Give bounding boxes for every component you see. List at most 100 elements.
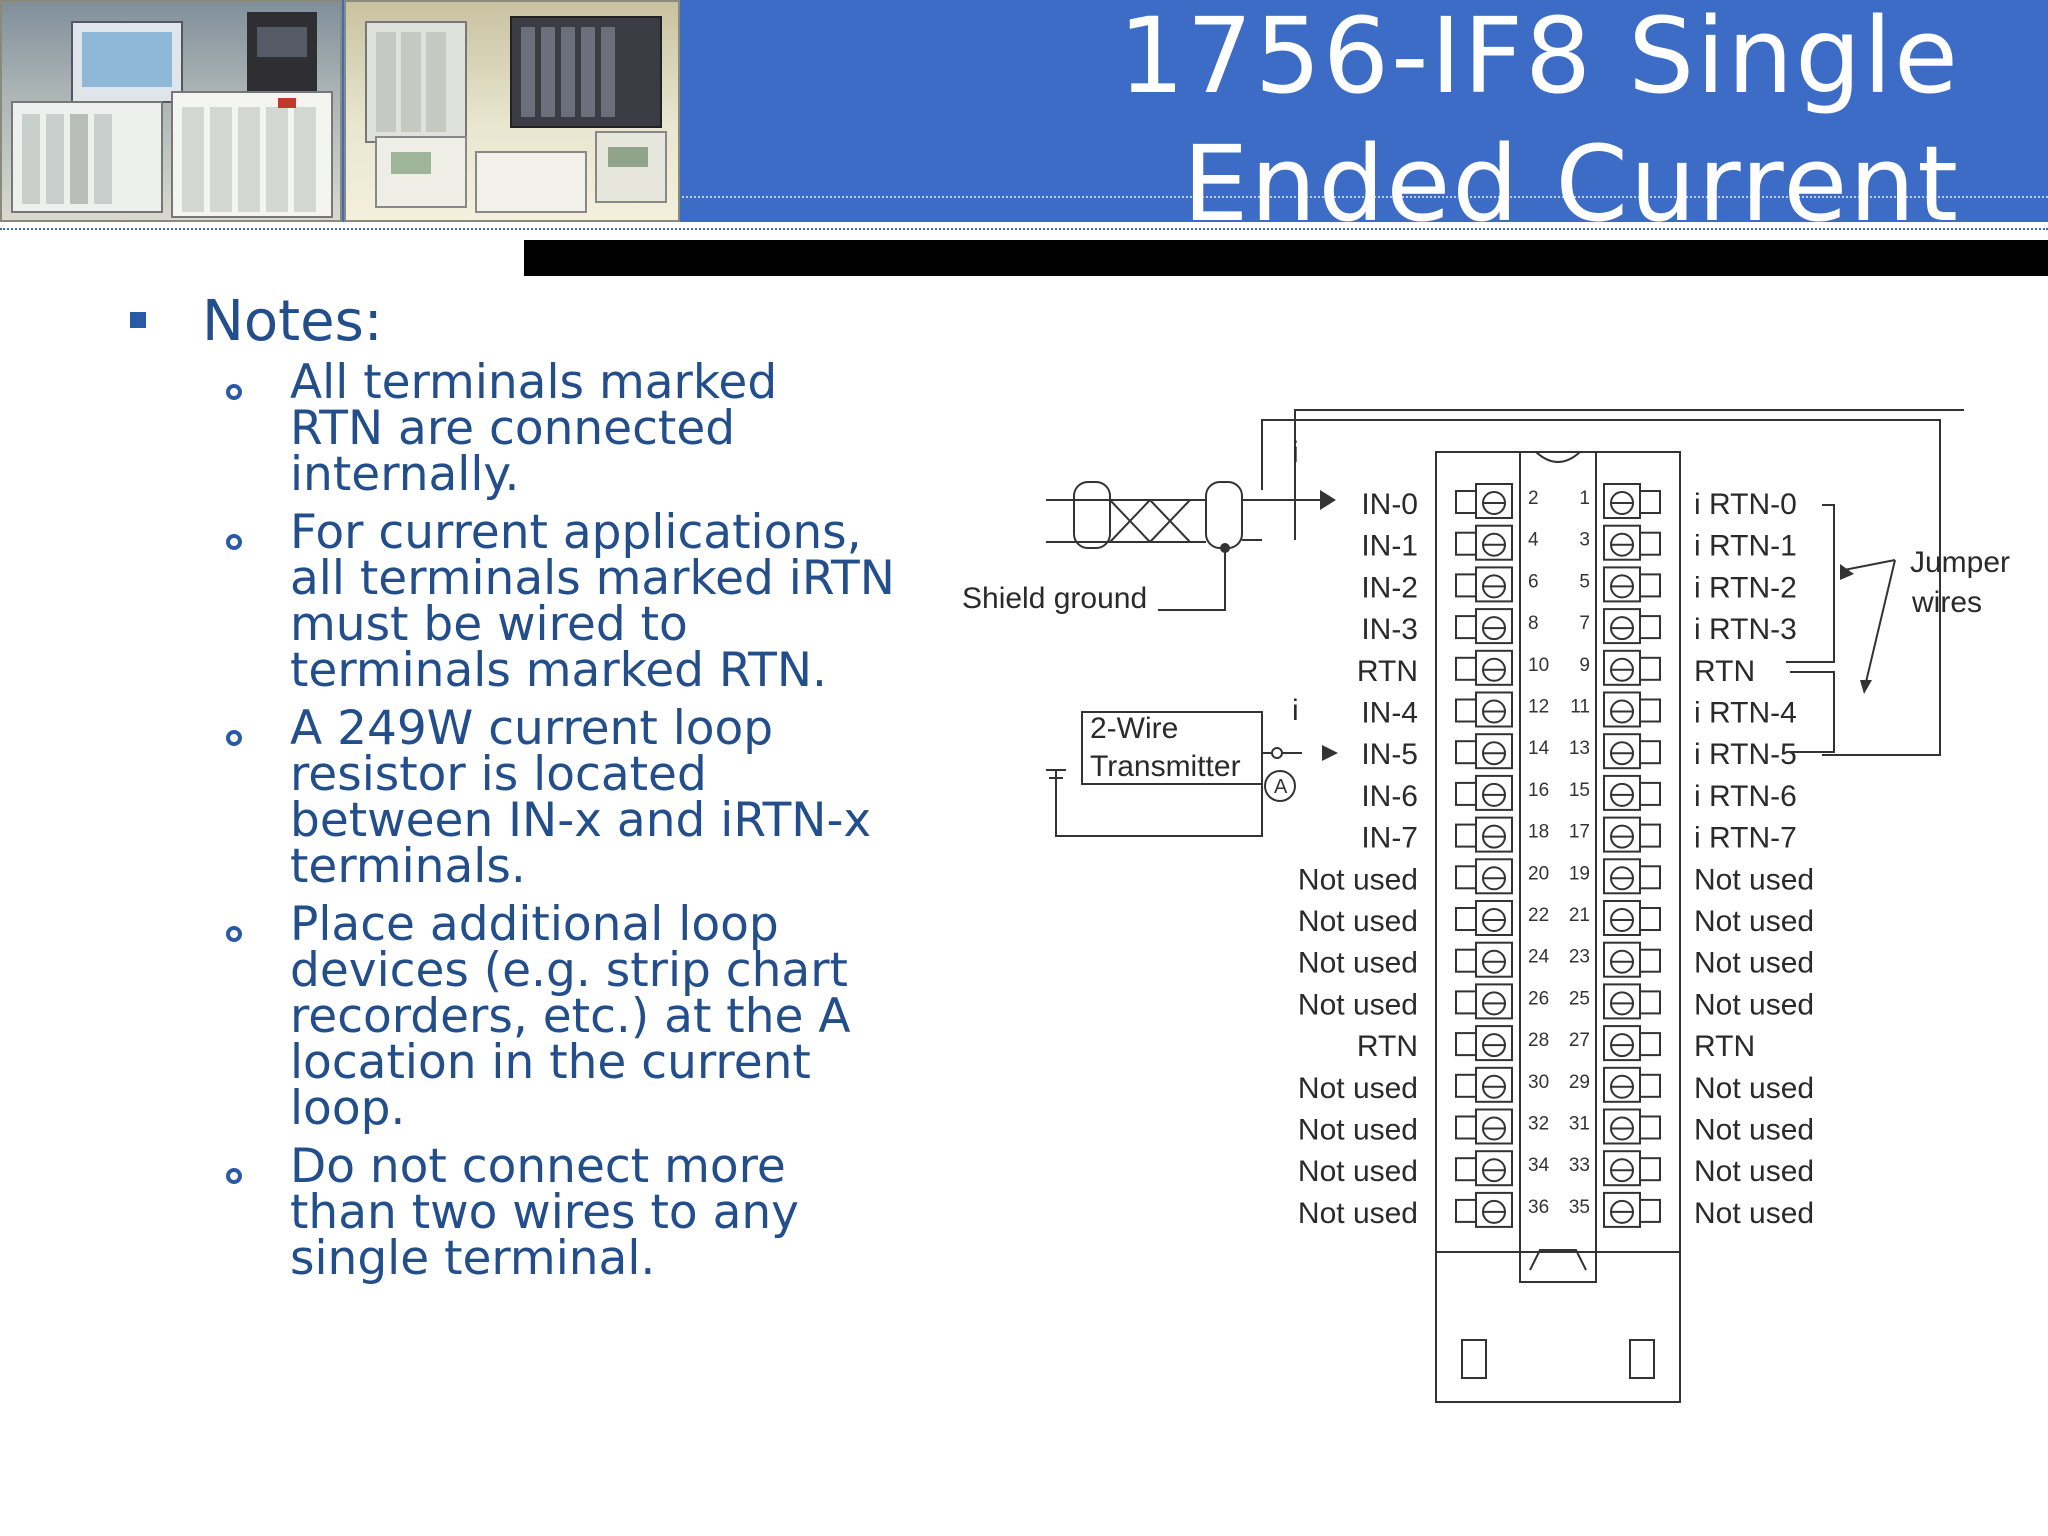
terminal-number-even: 22: [1528, 905, 1549, 926]
terminal-tab-left: [1455, 1032, 1477, 1057]
terminal-number-odd: 23: [1569, 947, 1590, 968]
terminal-label-left: Not used: [1298, 1072, 1418, 1105]
terminal-label-left: Not used: [1298, 1114, 1418, 1147]
terminal-number-odd: 1: [1579, 488, 1590, 509]
circle-bullet-icon: [226, 730, 242, 746]
note-item: For current applications, all terminals …: [120, 509, 900, 694]
terminal-label-left: Not used: [1298, 1155, 1418, 1188]
terminal-number-odd: 33: [1569, 1155, 1590, 1176]
plc-systems-illustration: [11, 12, 333, 218]
terminal-number-odd: 29: [1569, 1072, 1590, 1093]
note-item: A 249W current loop resistor is located …: [120, 701, 900, 894]
note-text: Do not connect more than two wires to an…: [290, 1139, 799, 1286]
jumper-label-line-2: wires: [1911, 586, 1982, 619]
current-direction-label-bottom: i: [1292, 694, 1299, 727]
note-text: A 249W current loop resistor is located …: [290, 701, 872, 894]
terminal-label-right: i RTN-7: [1694, 822, 1797, 855]
terminal-tab-right: [1639, 781, 1661, 806]
circle-bullet-icon: [226, 926, 242, 942]
terminal-tab-left: [1455, 1157, 1477, 1182]
slide-header: 1756-IF8 Single Ended Current: [0, 0, 2048, 276]
terminal-label-left: IN-1: [1361, 530, 1418, 563]
note-item: Place additional loop devices (e.g. stri…: [120, 901, 900, 1132]
terminal-number-even: 26: [1528, 988, 1549, 1009]
terminal-label-right: Not used: [1694, 1155, 1814, 1188]
terminal-tab-right: [1639, 1032, 1661, 1057]
terminal-number-even: 2: [1528, 488, 1539, 509]
terminal-tab-left: [1455, 740, 1477, 765]
terminal-label-right: RTN: [1694, 655, 1755, 688]
notes-section: Notes: All terminals marked RTN are conn…: [120, 290, 900, 1294]
terminal-tab-right: [1639, 1115, 1661, 1140]
note-text: For current applications, all terminals …: [290, 505, 895, 698]
terminal-tab-right: [1639, 990, 1661, 1015]
terminal-tab-left: [1455, 531, 1477, 556]
header-light-strip: [0, 222, 2048, 240]
note-item: Do not connect more than two wires to an…: [120, 1139, 900, 1286]
jumper-label-line-1: Jumper: [1910, 546, 2010, 579]
terminal-number-odd: 5: [1579, 571, 1590, 592]
terminal-label-right: Not used: [1694, 947, 1814, 980]
controllers-illustration: [365, 16, 667, 213]
circle-bullet-icon: [226, 1168, 242, 1184]
terminal-tab-right: [1639, 698, 1661, 723]
terminal-tab-right: [1639, 865, 1661, 890]
terminal-tab-left: [1455, 573, 1477, 598]
terminal-tab-right: [1639, 740, 1661, 765]
terminal-number-even: 14: [1528, 738, 1550, 759]
terminal-number-odd: 15: [1569, 780, 1590, 801]
terminal-label-left: IN-4: [1361, 697, 1418, 730]
terminal-number-odd: 11: [1570, 697, 1590, 718]
shield-ground-label: Shield ground: [962, 582, 1147, 615]
header-photo-plc-systems: [0, 0, 342, 222]
terminal-number-even: 36: [1528, 1197, 1549, 1218]
terminal-label-right: Not used: [1694, 905, 1814, 938]
terminal-tab-right: [1639, 531, 1661, 556]
terminal-tab-right: [1639, 615, 1661, 640]
terminal-label-left: Not used: [1298, 947, 1418, 980]
notes-heading: Notes:: [202, 289, 383, 354]
terminal-label-left: IN-3: [1361, 613, 1418, 646]
terminal-number-odd: 21: [1569, 905, 1590, 926]
terminal-tab-left: [1455, 656, 1477, 681]
notes-heading-row: Notes:: [120, 290, 900, 360]
terminal-label-right: i RTN-5: [1694, 738, 1797, 771]
terminal-label-right: Not used: [1694, 1197, 1814, 1230]
terminal-number-odd: 9: [1579, 655, 1590, 676]
current-direction-label-top: i: [1292, 436, 1299, 469]
terminal-number-even: 10: [1528, 655, 1549, 676]
header-black-bar: [524, 240, 2048, 276]
terminal-label-left: Not used: [1298, 863, 1418, 896]
terminal-label-left: Not used: [1298, 1197, 1418, 1230]
terminal-label-left: IN-2: [1361, 571, 1418, 604]
terminal-number-even: 28: [1528, 1030, 1549, 1051]
terminal-number-even: 4: [1528, 530, 1539, 551]
terminal-label-left: IN-0: [1361, 488, 1418, 521]
terminal-label-right: i RTN-3: [1694, 613, 1797, 646]
terminal-tab-left: [1455, 1073, 1477, 1098]
terminal-number-odd: 27: [1569, 1030, 1590, 1051]
terminal-number-even: 6: [1528, 571, 1539, 592]
terminal-tab-left: [1455, 490, 1477, 514]
note-item: All terminals marked RTN are connected i…: [120, 359, 900, 498]
terminal-label-right: i RTN-4: [1694, 697, 1797, 730]
terminal-tab-right: [1639, 1198, 1661, 1223]
note-text: Place additional loop devices (e.g. stri…: [290, 897, 851, 1136]
terminal-number-odd: 19: [1569, 863, 1590, 884]
terminal-number-odd: 31: [1569, 1114, 1590, 1135]
header-dotted-line: [682, 196, 2048, 198]
terminal-label-left: RTN: [1357, 1030, 1418, 1063]
terminal-label-right: i RTN-2: [1694, 571, 1797, 604]
terminal-label-right: i RTN-0: [1694, 488, 1797, 521]
terminal-label-left: Not used: [1298, 905, 1418, 938]
terminal-number-even: 8: [1528, 613, 1539, 634]
circle-bullet-icon: [226, 534, 242, 550]
terminal-label-right: i RTN-1: [1694, 530, 1797, 563]
terminal-tab-left: [1455, 990, 1477, 1015]
terminal-number-even: 30: [1528, 1072, 1549, 1093]
terminal-number-odd: 7: [1579, 613, 1590, 634]
terminal-label-right: Not used: [1694, 1072, 1814, 1105]
